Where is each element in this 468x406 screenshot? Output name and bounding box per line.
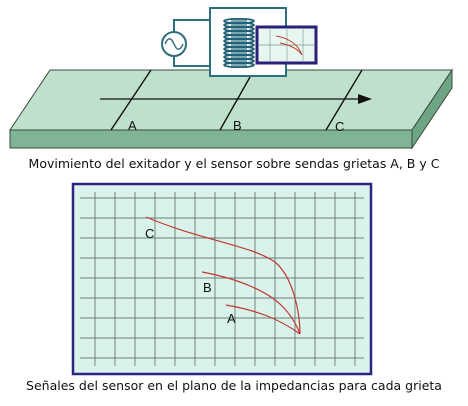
crack-label-a: A xyxy=(128,118,137,133)
crack-b xyxy=(219,69,255,131)
crack-a xyxy=(110,69,152,131)
crack-c xyxy=(325,69,363,131)
curve-b xyxy=(201,271,301,335)
curve-label-b: B xyxy=(203,280,212,295)
plate-front-face xyxy=(9,129,413,149)
plate xyxy=(9,68,453,150)
top-caption: Movimiento del exitador y el sensor sobr… xyxy=(28,156,440,171)
coil-icon xyxy=(223,17,255,68)
sensor-signal-2 xyxy=(279,42,303,56)
impedance-plot: C B A xyxy=(71,182,373,376)
curve-c xyxy=(145,216,301,335)
grid xyxy=(80,192,364,366)
crack-label-b: B xyxy=(233,118,242,133)
plate-top-face xyxy=(9,69,453,131)
cracks xyxy=(110,69,363,131)
curve-label-c: C xyxy=(145,226,154,241)
crack-label-c: C xyxy=(335,119,344,134)
bottom-caption: Señales del sensor en el plano de la imp… xyxy=(26,378,442,393)
sensor-window xyxy=(255,25,318,65)
sine-wave-icon xyxy=(164,38,184,50)
curve-a xyxy=(225,304,301,335)
sensor-signal-1 xyxy=(275,35,303,56)
curve-label-a: A xyxy=(227,311,236,326)
arrow-head-icon xyxy=(358,94,372,104)
motion-arrow xyxy=(100,94,372,104)
plate-side-face xyxy=(411,68,453,150)
impedance-panel xyxy=(71,182,373,376)
